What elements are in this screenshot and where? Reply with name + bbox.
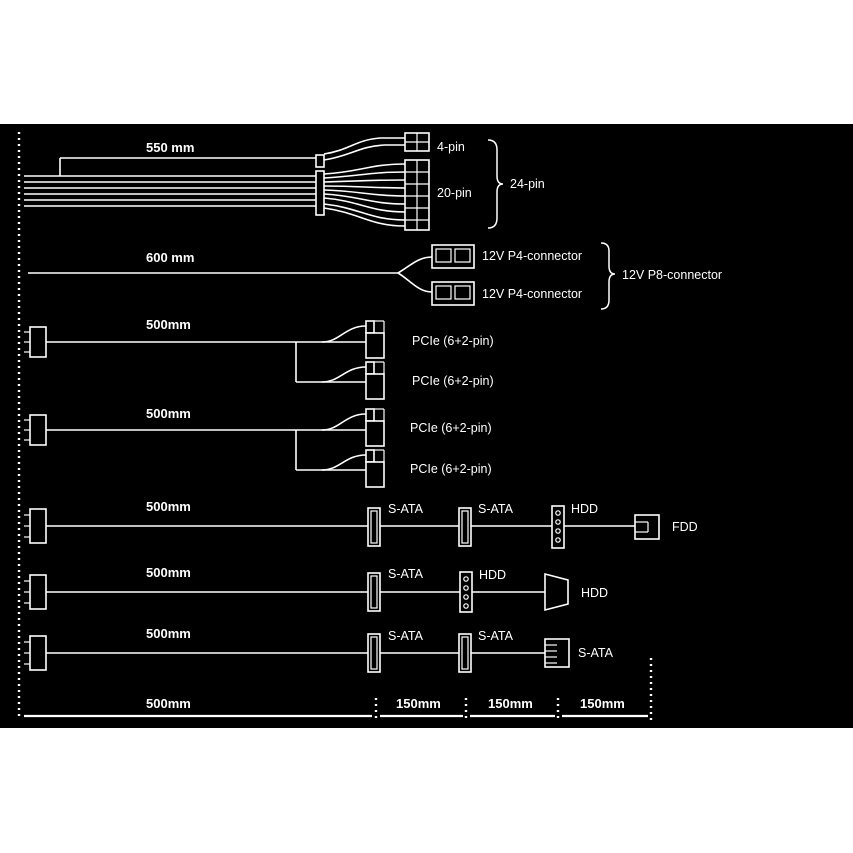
sata-connector-icon [458, 633, 472, 673]
pcie-1-top-label: PCIe (6+2-pin) [412, 334, 494, 348]
pcie-2-top-label: PCIe (6+2-pin) [410, 421, 492, 435]
sleeve-clip-icon [315, 154, 325, 168]
p4-top-label: 12V P4-connector [482, 249, 582, 263]
peripheral-cable-3: 500mm S-ATA S-ATA S-ATA [24, 626, 614, 673]
peripheral-cable-1: 500mm S-ATA S-ATA HDD FDD [24, 499, 698, 549]
pcie-connector-bottom-icon [365, 449, 385, 488]
peripheral-3-label-2: S-ATA [478, 629, 514, 643]
four-pin-connector-icon [404, 132, 430, 152]
peripheral-2-label-1: S-ATA [388, 567, 424, 581]
p8-label: 12V P8-connector [622, 268, 722, 282]
main-atx-cable: 550 mm 4-pin 20-pin 24-pin [24, 132, 545, 231]
twenty-pin-label: 20-pin [437, 186, 472, 200]
four-pin-label: 4-pin [437, 140, 465, 154]
peripheral-1-label-2: S-ATA [478, 502, 514, 516]
sata-connector-icon [458, 507, 472, 547]
floppy-connector-icon [634, 514, 660, 540]
p4-connector-top-icon [431, 244, 475, 269]
length-scale: 500mm 150mm 150mm 150mm [24, 658, 653, 720]
psu-side-connector-icon [24, 574, 47, 610]
pcie-1-length: 500mm [146, 317, 191, 332]
hdd-molex-connector-icon [544, 572, 569, 612]
twenty-pin-connector-icon [404, 159, 430, 231]
sata-connector-icon [367, 572, 381, 612]
cpu-length: 600 mm [146, 250, 194, 265]
molex-connector-icon [459, 571, 473, 613]
peripheral-1-length: 500mm [146, 499, 191, 514]
sata-connector-icon [367, 633, 381, 673]
main-atx-length: 550 mm [146, 140, 194, 155]
peripheral-2-label-2: HDD [479, 568, 506, 582]
p4-bottom-label: 12V P4-connector [482, 287, 582, 301]
main-atx-wires [24, 137, 406, 227]
peripheral-2-label-3: HDD [581, 586, 608, 600]
curly-brace-icon [600, 242, 616, 310]
sleeve-clip-icon [315, 170, 325, 216]
scale-segment-3: 150mm [488, 696, 533, 711]
pcie-connector-top-icon [365, 320, 385, 359]
peripheral-1-label-3: HDD [571, 502, 598, 516]
sata-connector-icon [367, 507, 381, 547]
peripheral-1-label-4: FDD [672, 520, 698, 534]
peripheral-3-label-3: S-ATA [578, 646, 614, 660]
p4-connector-bottom-icon [431, 281, 475, 306]
scale-segment-2: 150mm [396, 696, 441, 711]
pcie-connector-top-icon [365, 408, 385, 447]
pcie-cable-1: 500mm PCIe (6+2-pin) PCIe (6+2-pin) [24, 317, 494, 400]
peripheral-cable-2: 500mm S-ATA HDD HDD [24, 565, 608, 613]
psu-side-connector-icon [24, 635, 47, 671]
pcie-cable-2: 500mm PCIe (6+2-pin) PCIe (6+2-pin) [24, 406, 492, 488]
scale-segment-1: 500mm [146, 696, 191, 711]
psu-side-connector-icon [24, 326, 47, 358]
pcie-1-bottom-label: PCIe (6+2-pin) [412, 374, 494, 388]
curly-brace-icon [487, 139, 504, 229]
pcie-2-length: 500mm [146, 406, 191, 421]
peripheral-2-length: 500mm [146, 565, 191, 580]
twenty-four-pin-label: 24-pin [510, 177, 545, 191]
peripheral-1-label-1: S-ATA [388, 502, 424, 516]
psu-side-connector-icon [24, 508, 47, 544]
psu-side-connector-icon [24, 414, 47, 446]
peripheral-3-length: 500mm [146, 626, 191, 641]
scale-segment-4: 150mm [580, 696, 625, 711]
cpu-cable: 600 mm 12V P4-connector 12V P4-connector… [28, 242, 722, 310]
peripheral-3-label-1: S-ATA [388, 629, 424, 643]
molex-connector-icon [551, 505, 565, 549]
sata-end-connector-icon [544, 638, 570, 668]
pcie-connector-bottom-icon [365, 361, 385, 400]
pcie-2-bottom-label: PCIe (6+2-pin) [410, 462, 492, 476]
